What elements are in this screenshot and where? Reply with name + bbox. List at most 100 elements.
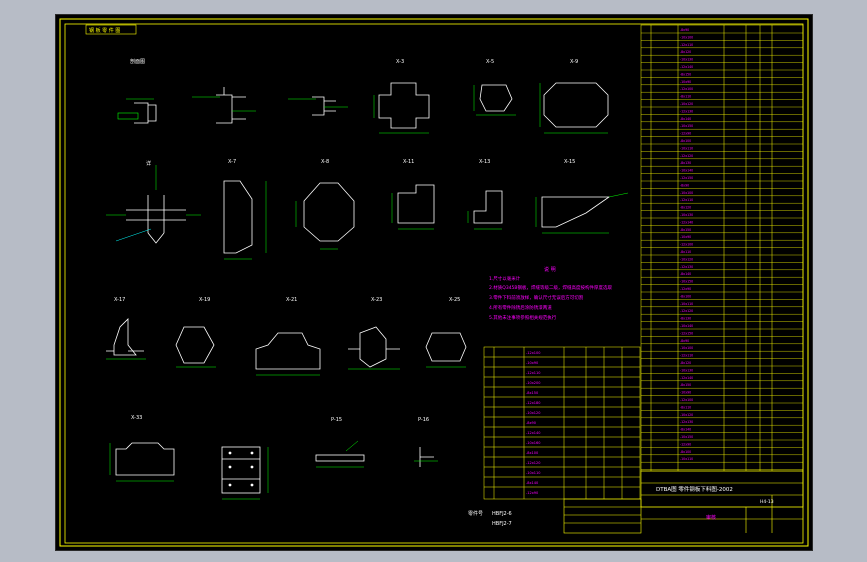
bill-table-right	[640, 24, 804, 472]
approval-label: 审核	[706, 514, 716, 521]
notes-heading: 说 明	[544, 266, 556, 273]
table-cell: -10x130	[680, 213, 693, 217]
weld-detail-dims	[106, 165, 201, 216]
detail-3-dims	[288, 98, 348, 108]
weld-detail-leader	[115, 228, 152, 242]
table-cell: -12x90	[680, 442, 691, 446]
notes-line-5: 5.其他未注事项参照相关规范执行	[489, 314, 557, 321]
outer-frame	[59, 18, 809, 547]
svg-text:-12x100: -12x100	[526, 351, 540, 355]
plate-X-7	[223, 180, 253, 254]
table-cell: -12x100	[680, 398, 693, 402]
plate-X-3	[378, 82, 430, 129]
plate-X-9-dims	[539, 83, 608, 134]
svg-text:-12x120: -12x120	[526, 461, 540, 465]
table-cell: -8x120	[680, 361, 691, 365]
table-cell: -8x90	[680, 28, 689, 32]
table-cell: -10x100	[680, 191, 693, 195]
table-cell: -8x140	[680, 428, 691, 432]
table-cell: -12x150	[680, 331, 693, 335]
plate-X-15	[541, 196, 611, 228]
detail-2-dims	[192, 96, 256, 112]
plate-X-7-dims	[224, 181, 267, 260]
table-cell: -10x90	[680, 391, 691, 395]
plate-P-15-dims	[316, 440, 364, 468]
bottom-ref-prefix: 零件号	[468, 510, 483, 517]
table-cell: -10x90	[680, 80, 691, 84]
plate-X-3-dims	[373, 95, 429, 134]
table-cell: -12x90	[680, 287, 691, 291]
detail-1-dim	[117, 112, 139, 120]
table-cell: -12x100	[680, 243, 693, 247]
table-cell: -10x150	[680, 435, 693, 439]
table-cell: -8x140	[680, 117, 691, 121]
table-cell: -8x120	[680, 50, 691, 54]
table-cell: -10x150	[680, 280, 693, 284]
view-label-detail: 详	[146, 160, 151, 167]
view-label-X-33: X-33	[131, 415, 142, 421]
view-label-X-23: X-23	[371, 297, 382, 303]
detail-1	[134, 102, 157, 124]
table-cell: -10x120	[680, 257, 693, 261]
table-cell: -10x120	[680, 413, 693, 417]
bolted-plate-dims	[222, 447, 269, 500]
table-cell: -12x140	[680, 65, 693, 69]
plate-X-33-dims	[109, 443, 174, 482]
table-cell: -8x130	[680, 161, 691, 165]
table-cell: -8x120	[680, 206, 691, 210]
table-cell: -10x140	[680, 169, 693, 173]
title-block	[563, 470, 804, 534]
bottom-ref-code-1: HBFJ2-6	[492, 511, 512, 517]
svg-text:-10x90: -10x90	[526, 361, 538, 365]
svg-text:-8x100: -8x100	[526, 451, 538, 455]
view-label-X-17: X-17	[114, 297, 125, 303]
bolted-plate	[221, 446, 261, 494]
plate-X-19	[175, 326, 215, 364]
plate-X-33	[115, 442, 175, 476]
table-cell: -12x110	[680, 354, 693, 358]
view-label-X-7: X-7	[228, 159, 236, 165]
table-cell: -8x150	[680, 383, 691, 387]
table-cell: -8x130	[680, 317, 691, 321]
plate-X-15-dims	[535, 192, 629, 234]
title-tag-box	[85, 24, 137, 35]
table-cell: -10x130	[680, 58, 693, 62]
bolt-holes	[228, 451, 254, 487]
table-cell: -8x110	[680, 95, 691, 99]
view-label-P-15: P-15	[331, 417, 342, 423]
detail-3	[312, 96, 336, 116]
title-tag: 钢 板 零 件 图	[89, 27, 120, 34]
plate-X-5-dims	[473, 85, 516, 116]
svg-text:-10x110: -10x110	[526, 471, 540, 475]
svg-text:-12x90: -12x90	[526, 491, 538, 495]
view-label-X-11: X-11	[403, 159, 414, 165]
svg-text:-8x150: -8x150	[526, 391, 538, 395]
table-cell: -12x140	[680, 376, 693, 380]
plate-X-8	[303, 182, 355, 242]
svg-text:-12x140: -12x140	[526, 431, 540, 435]
row3-dims	[106, 358, 466, 376]
drawing-viewport[interactable]: 钢 板 零 件 图 剖面图 X-3 X-5 X-9	[55, 14, 813, 551]
table-cell: -10x150	[680, 124, 693, 128]
table-cell: -10x120	[680, 102, 693, 106]
svg-text:-10x160: -10x160	[526, 441, 540, 445]
bill-table-right-entries: -8x90 -10x100 -12x110 -8x120 -10x130 -12x140 -…	[680, 28, 693, 461]
notes-line-2: 2.材质Q345B钢板，焊缝等级二级，焊缝高度按构件厚度选取	[489, 284, 613, 291]
view-label-P-16: P-16	[418, 417, 429, 423]
table-cell: -12x120	[680, 309, 693, 313]
table-cell: -12x140	[680, 220, 693, 224]
plate-X-5	[479, 84, 513, 112]
table-cell: -12x150	[680, 176, 693, 180]
table-cell: -12x130	[680, 420, 693, 424]
table-cell: -8x110	[680, 250, 691, 254]
view-label-X-13: X-13	[479, 159, 490, 165]
plate-X-8-dims	[295, 201, 338, 250]
plate-X-25	[425, 332, 467, 362]
table-cell: -8x100	[680, 294, 691, 298]
view-label-X-5: X-5	[486, 59, 494, 65]
plate-X-23	[348, 326, 400, 368]
svg-text:-12x110: -12x110	[526, 371, 540, 375]
bill-table-middle-entries: -12x100-10x90-12x110 -10x200-8x150-12x18…	[526, 351, 540, 495]
notes-line-4: 4.所有零件除锈后涂防锈漆两道	[489, 304, 552, 311]
view-label-X-8: X-8	[321, 159, 329, 165]
